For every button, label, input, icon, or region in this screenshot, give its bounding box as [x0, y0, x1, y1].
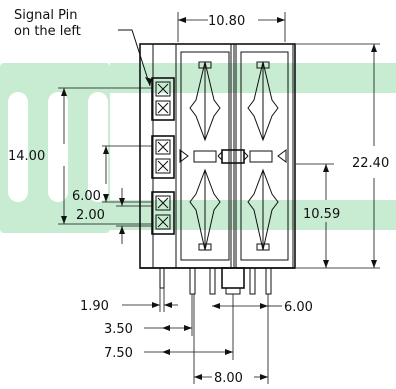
latch-window [193, 150, 217, 163]
dim-left-6: 6.00 [72, 145, 152, 204]
dim-label-left-2: 2.00 [76, 208, 105, 223]
pin-pad [155, 195, 171, 211]
bottom-pins [140, 267, 295, 295]
pin-cross [157, 141, 169, 172]
note-line-2: on the left [14, 24, 81, 39]
pin [159, 267, 165, 289]
dim-label-pin-6-00: 6.00 [284, 300, 313, 315]
signal-pin-block-mid [151, 135, 175, 179]
spring-contact-right-top [247, 61, 279, 142]
pin-pad [155, 158, 171, 174]
pin [249, 267, 256, 295]
spring-contact-left-bottom [189, 168, 221, 251]
pin-block [151, 191, 175, 235]
dim-label-pin-1-90: 1.90 [80, 299, 109, 314]
spring-contact-right-bottom [247, 168, 279, 251]
contact-tip [256, 61, 270, 69]
dim-left-2: 2.00 [76, 188, 152, 244]
pin-pad [155, 81, 171, 97]
connector-body [139, 43, 296, 295]
latch-detail [217, 151, 249, 161]
dim-label-top-width: 10.80 [208, 14, 245, 29]
pin-block [151, 135, 175, 179]
dim-overall-height: 22.40 [296, 43, 389, 269]
dimension-arrows [119, 198, 125, 234]
pin-cross [157, 197, 169, 228]
center-post [221, 267, 245, 289]
pin-pad [155, 214, 171, 230]
pin [209, 267, 216, 295]
left-port-inner [180, 51, 230, 261]
pin-block [151, 77, 175, 121]
spring-contact-left-top [189, 61, 221, 142]
watermark-cutout [8, 92, 28, 202]
dim-pin-1-90: 1.90 [80, 288, 178, 314]
dim-label-pin-8-00: 8.00 [214, 371, 243, 385]
dimension-arrows [194, 374, 268, 380]
dim-label-pin-3-50: 3.50 [104, 322, 133, 337]
pin-cross [157, 83, 169, 114]
pin [265, 267, 272, 295]
dim-pin-6-00: 6.00 [212, 294, 313, 318]
watermark-cutouts [8, 92, 108, 202]
dim-top-width: 10.80 [177, 12, 286, 42]
signal-pin-block-bottom [151, 191, 175, 235]
dimension-arrows [152, 302, 172, 308]
watermark-cutout [88, 92, 108, 202]
dim-label-right-height: 10.59 [303, 207, 340, 222]
contact-tip [198, 243, 212, 251]
watermark-cutout [48, 92, 68, 202]
signal-pin-block-top [151, 77, 175, 121]
pin-pad [155, 100, 171, 116]
dim-left-height: 14.00 [8, 87, 152, 225]
note-leader-arrow [145, 77, 152, 86]
dim-label-left-height: 14.00 [8, 149, 45, 164]
dim-pin-7-50: 7.50 [104, 294, 234, 361]
dim-pin-3-50: 3.50 [104, 294, 193, 337]
pin [189, 267, 196, 295]
center-post-foot [225, 287, 241, 295]
right-port-inner [240, 51, 289, 261]
dimension-arrows [162, 349, 233, 355]
dim-pin-8-00: 8.00 [193, 294, 269, 386]
note-line-1: Signal Pin [14, 8, 77, 23]
pin-pad [155, 139, 171, 155]
dim-label-pin-7-50: 7.50 [104, 346, 133, 361]
dimension-arrows [162, 325, 192, 331]
latch-arrow [277, 149, 287, 163]
dim-right-height: 10.59 [296, 163, 340, 268]
contact-tip [198, 61, 212, 69]
latch-arrow [179, 149, 189, 163]
dim-label-overall-height: 22.40 [352, 156, 389, 171]
center-latch [221, 149, 245, 164]
note-leader-line [118, 29, 151, 87]
latch-window [249, 150, 273, 163]
dim-label-left-6: 6.00 [72, 189, 101, 204]
contact-tip [256, 243, 270, 251]
latch-row [179, 149, 287, 164]
